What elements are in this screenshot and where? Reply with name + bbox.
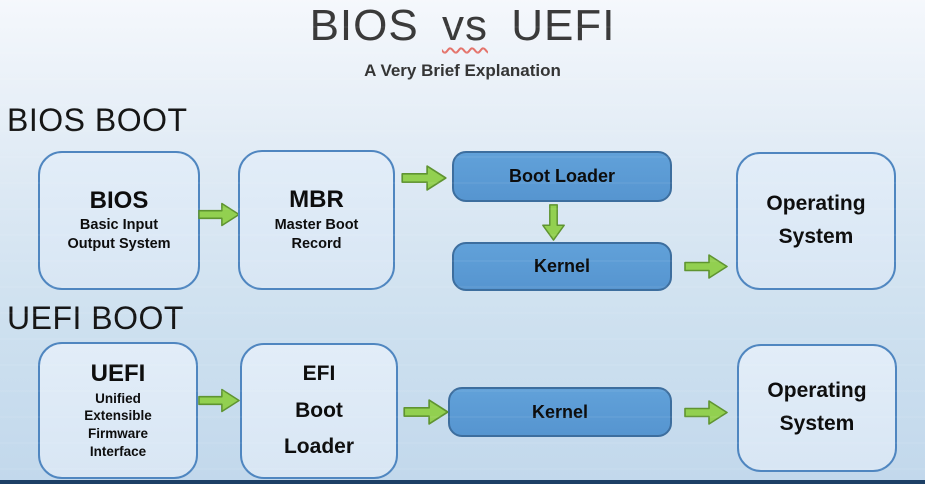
right-arrow-icon	[401, 165, 447, 191]
uefi-box-sub-line2: Extensible	[84, 408, 152, 424]
connector-bootloader-to-kernel	[540, 204, 567, 241]
kernel-label-uefi: Kernel	[531, 401, 589, 422]
efi-boot-loader-box: EFI Boot Loader	[240, 343, 398, 479]
page-subtitle: A Very Brief Explanation	[364, 61, 561, 80]
efi-box-line1: EFI	[302, 361, 336, 385]
connector-bios-to-mbr	[198, 201, 240, 228]
kernel-label-bios: Kernel	[533, 256, 591, 276]
down-arrow-icon	[542, 204, 565, 241]
connector-uefi-to-efi	[198, 387, 240, 414]
right-arrow-icon	[198, 202, 240, 227]
bios-box-sub-line1: Basic Input	[79, 217, 159, 234]
connector-mbr-to-bootloader	[400, 164, 448, 192]
os-uefi-line1: Operating	[767, 379, 867, 403]
bottom-accent-bar	[0, 480, 925, 484]
uefi-boot-heading: UEFI BOOT	[7, 300, 184, 336]
connector-efi-to-kernel	[403, 398, 449, 426]
uefi-box-sub-line3: Firmware	[87, 426, 149, 442]
mbr-box: MBR Master Boot Record	[238, 150, 395, 290]
title-word-bios: BIOS	[309, 1, 419, 50]
kernel-box-bios: Kernel	[452, 242, 672, 291]
title-word-vs: vs	[441, 1, 488, 50]
os-uefi-line2: System	[779, 412, 855, 435]
bios-box-sub-line2: Output System	[67, 236, 171, 253]
page-title: BIOS vs UEFI	[0, 1, 925, 51]
os-bios-line2: System	[778, 225, 854, 248]
kernel-box-uefi: Kernel	[448, 387, 672, 437]
os-bios-line1: Operating	[766, 192, 866, 216]
right-arrow-icon	[403, 399, 449, 425]
right-arrow-icon	[684, 400, 728, 425]
uefi-box-sub-line1: Unified	[95, 390, 141, 406]
bios-boot-heading: BIOS BOOT	[7, 102, 188, 138]
right-arrow-icon	[684, 254, 728, 279]
bios-box-title: BIOS	[89, 186, 149, 214]
boot-loader-box: Boot Loader	[452, 151, 672, 202]
connector-kernel-to-os-bios	[684, 253, 728, 280]
uefi-box-title: UEFI	[90, 360, 146, 388]
connector-kernel-to-os-uefi	[684, 399, 728, 426]
mbr-box-title: MBR	[289, 186, 344, 214]
boot-loader-label: Boot Loader	[509, 166, 615, 186]
uefi-box: UEFI Unified Extensible Firmware Interfa…	[38, 342, 198, 479]
uefi-box-sub-line4: Interface	[89, 444, 147, 460]
mbr-box-sub-line1: Master Boot	[274, 216, 359, 233]
title-word-uefi: UEFI	[511, 1, 616, 50]
operating-system-box-bios: Operating System	[736, 152, 896, 290]
efi-box-line2: Boot	[295, 398, 343, 422]
mbr-box-sub-line2: Record	[291, 235, 342, 252]
right-arrow-icon	[198, 388, 240, 413]
efi-box-line3: Loader	[283, 435, 354, 459]
operating-system-box-uefi: Operating System	[737, 344, 897, 472]
bios-box: BIOS Basic Input Output System	[38, 151, 200, 290]
